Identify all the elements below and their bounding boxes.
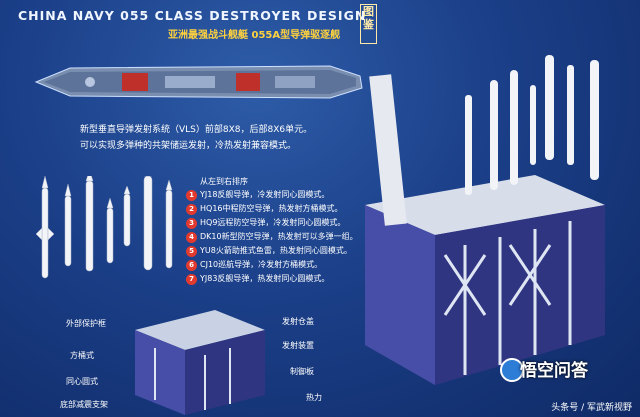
callout-thermal: 热力 [306, 393, 322, 402]
legend-heading: 从左到右排序 [200, 177, 248, 186]
watermark-logo-icon [500, 358, 524, 382]
callout-launcher: 发射装置 [282, 341, 314, 350]
vls-description-line1: 新型垂直导弹发射系统（VLS）前部8X8，后部8X6单元。 [80, 125, 313, 135]
callout-control-panel: 制御板 [290, 367, 314, 376]
watermark-brand: 悟空问答 [520, 361, 588, 381]
watermark-credit: 头条号 / 军武新视野 [551, 403, 632, 413]
page-subtitle: 亚洲最强战斗舰艇 055A型导弹驱逐舰 [168, 30, 341, 41]
vls-description-line2: 可以实现多弹种的共架储运发射，冷热发射兼容模式。 [80, 141, 297, 151]
callout-square-tube: 方桶式 [70, 351, 94, 360]
page-title: CHINA NAVY 055 CLASS DESTROYER DESIGN [18, 8, 367, 23]
missile-lineup [35, 176, 173, 279]
callout-outer-frame: 外部保护框 [66, 319, 106, 328]
seal-stamp: 图鉴 [360, 4, 377, 44]
ship-plan-view [34, 65, 363, 99]
callout-concentric: 同心圆式 [66, 377, 98, 386]
callout-base-damper: 底部减震支架 [60, 400, 108, 409]
callout-hatch: 发射仓盖 [282, 317, 314, 326]
vls-cutaway-illustration [365, 55, 605, 385]
vls-module-small [135, 310, 265, 415]
vls-block-aft [236, 73, 260, 91]
vls-block-fore [122, 73, 148, 91]
